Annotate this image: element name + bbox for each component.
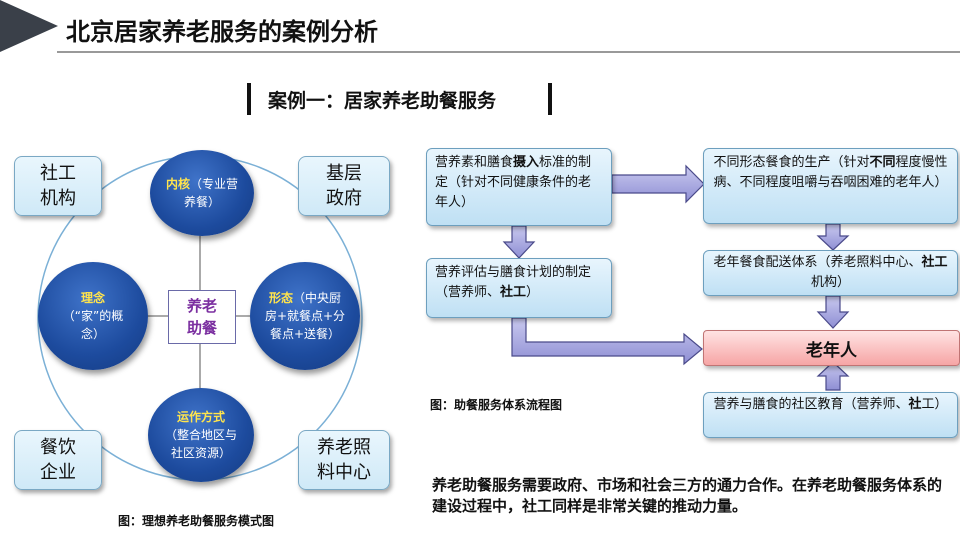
node-concept: 理念 （“家”的概念）	[38, 262, 148, 370]
corner-elder-care-center: 养老照料中心	[298, 430, 390, 490]
corner-label: 餐饮企业	[40, 437, 76, 483]
case-title-right-bar	[548, 83, 552, 115]
flow-text: 老年餐食配送体系（养老照料中心、	[713, 255, 922, 270]
node-core: 内核（专业营养餐）	[150, 150, 254, 236]
node-core-label: 内核	[165, 177, 190, 191]
flow-box-nutrition-assessment: 营养评估与膳食计划的制定（营养师、社工）	[426, 258, 612, 318]
flow-text: 标准的制定（针对不同健康条件的老年人）	[435, 155, 592, 210]
case-title: 案例一：居家养老助餐服务	[268, 90, 497, 112]
flow-text: 营养与膳食的社区教育（营养师、	[713, 397, 909, 412]
flow-box-meal-production: 不同形态餐食的生产（针对不同程度慢性病、不同程度咀嚼与吞咽困难的老年人）	[703, 148, 958, 224]
node-form: 形态（中央厨房+就餐点+分餐点+送餐）	[250, 262, 360, 370]
flow-box-community-education: 营养与膳食的社区教育（营养师、社工）	[703, 392, 958, 438]
flow-box-meal-delivery: 老年餐食配送体系（养老照料中心、社工机构）	[703, 250, 958, 296]
corner-catering-enterprise: 餐饮企业	[14, 430, 102, 490]
flow-text: 营养评估与膳食计划的制定（营养师、	[435, 265, 592, 300]
flow-text: 不同形态餐食的生产（针对	[713, 155, 870, 170]
corner-label: 社工机构	[40, 163, 76, 209]
flow-text-bold: 不同	[869, 155, 896, 170]
flow-text: 程度慢性病、不同程度咀嚼与吞咽困难的老年人）	[713, 155, 948, 190]
node-operation-text: （整合地区与社区资源）	[164, 428, 237, 460]
flow-text: ）	[526, 285, 540, 300]
node-concept-label: 理念	[80, 291, 105, 305]
flow-text-bold: 社工	[500, 285, 527, 300]
flow-text-bold: 社工	[921, 255, 948, 270]
model-diagram-caption: 图：理想养老助餐服务模式图	[118, 514, 275, 528]
flow-box-nutrition-standards: 营养素和膳食摄入标准的制定（针对不同健康条件的老年人）	[426, 148, 612, 226]
node-operation: 运作方式 （整合地区与社区资源）	[148, 388, 254, 482]
corner-label: 基层政府	[326, 163, 362, 209]
node-operation-label: 运作方式	[176, 410, 225, 424]
center-elder-meal-service: 养老助餐	[168, 290, 236, 344]
flowchart-caption: 图：助餐服务体系流程图	[430, 398, 563, 412]
node-form-label: 形态	[268, 291, 293, 305]
flow-text-bold: 摄入	[513, 155, 540, 170]
node-core-text: （专业营养餐）	[183, 177, 239, 209]
flow-text-bold: 社	[908, 397, 922, 412]
corner-social-work-org: 社工机构	[14, 156, 102, 216]
header-divider	[57, 51, 960, 53]
flowchart-arrows	[502, 164, 850, 391]
center-label: 养老助餐	[186, 297, 217, 337]
flow-box-elderly: 老年人	[703, 330, 960, 366]
summary-paragraph: 养老助餐服务需要政府、市场和社会三方的通力合作。在养老助餐服务体系的建设过程中，…	[432, 476, 943, 515]
page-title: 北京居家养老服务的案例分析	[66, 18, 378, 46]
header-triangle-marker	[0, 0, 58, 52]
node-concept-text: （“家”的概念）	[62, 309, 124, 341]
node-form-text: （中央厨房+就餐点+分餐点+送餐）	[264, 291, 346, 341]
case-title-left-bar	[247, 83, 251, 115]
flow-text: 工）	[921, 397, 948, 412]
flow-text: 机构）	[810, 275, 850, 290]
corner-local-government: 基层政府	[298, 156, 390, 216]
corner-label: 养老照料中心	[317, 437, 371, 483]
flow-text: 营养素和膳食	[435, 155, 514, 170]
